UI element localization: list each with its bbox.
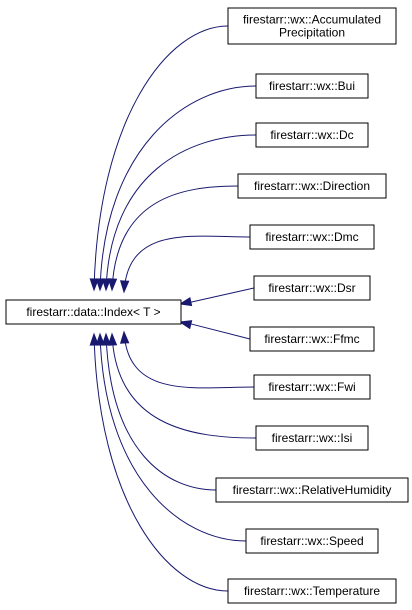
derived-class-box	[255, 122, 369, 148]
inheritance-arrowhead	[107, 332, 118, 346]
inheritance-arrowhead	[95, 278, 106, 292]
inheritance-edge	[123, 235, 251, 293]
derived-class-node[interactable]: firestarr::wx::Fwi	[253, 374, 371, 400]
derived-class-node[interactable]: firestarr::wx::RelativeHumidity	[215, 477, 409, 503]
derived-class-label: firestarr::wx::Bui	[269, 79, 355, 93]
derived-class-label: firestarr::wx::Speed	[260, 534, 363, 548]
derived-class-box	[255, 425, 369, 451]
inheritance-edge	[105, 333, 217, 491]
derived-class-label: firestarr::wx::Direction	[254, 179, 370, 193]
derived-class-label: firestarr::wx::Fwi	[268, 380, 355, 394]
inheritance-arrowhead	[89, 278, 99, 292]
inheritance-edge	[111, 333, 257, 439]
derived-class-node[interactable]: firestarr::wx::Dc	[255, 122, 369, 148]
derived-class-label: firestarr::wx::Dc	[270, 128, 353, 142]
derived-class-box	[227, 578, 397, 604]
inheritance-edge	[111, 185, 239, 291]
inheritance-arrowhead	[89, 332, 99, 346]
derived-class-label: firestarr::wx::Temperature	[244, 584, 380, 598]
base-class-node[interactable]: firestarr::data::Index< T >	[5, 299, 182, 325]
derived-class-label: firestarr::wx::Isi	[272, 431, 353, 445]
inheritance-edge	[93, 25, 229, 291]
inheritance-arrowhead	[95, 332, 106, 346]
inheritance-edge	[189, 323, 251, 340]
derived-class-box	[237, 173, 387, 199]
derived-class-box	[249, 224, 375, 250]
inheritance-edge	[99, 85, 257, 291]
inheritance-edge	[99, 333, 247, 542]
inheritance-arrowhead	[101, 332, 112, 346]
derived-class-label: firestarr::wx::Ffmc	[264, 332, 359, 346]
derived-class-node[interactable]: firestarr::wx::Direction	[237, 173, 387, 199]
base-class-label: firestarr::data::Index< T >	[26, 305, 160, 319]
derived-class-label: Precipitation	[279, 26, 345, 40]
inheritance-arrowhead	[178, 320, 193, 330]
derived-class-box	[245, 528, 379, 554]
derived-class-box	[253, 275, 371, 301]
inheritance-edge	[123, 331, 255, 389]
derived-class-node[interactable]: firestarr::wx::Bui	[255, 73, 369, 99]
inheritance-edge	[189, 287, 255, 303]
inheritance-edge	[93, 333, 229, 592]
derived-class-box	[249, 326, 375, 352]
inheritance-arrowhead	[178, 296, 193, 307]
class-nodes: firestarr::data::Index< T > firestarr::w…	[5, 7, 409, 604]
derived-class-label: firestarr::wx::Dmc	[265, 230, 358, 244]
derived-class-node[interactable]: firestarr::wx::Dsr	[253, 275, 371, 301]
inheritance-arrowhead	[107, 278, 118, 292]
derived-class-box	[253, 374, 371, 400]
derived-class-box	[227, 7, 397, 45]
inheritance-edges	[89, 25, 257, 592]
inheritance-arrowhead	[119, 280, 130, 294]
derived-class-node[interactable]: firestarr::wx::Ffmc	[249, 326, 375, 352]
inheritance-arrowhead	[119, 330, 130, 344]
base-class-box	[5, 299, 182, 325]
derived-class-node[interactable]: firestarr::wx::Temperature	[227, 578, 397, 604]
derived-class-node[interactable]: firestarr::wx::Speed	[245, 528, 379, 554]
derived-class-node[interactable]: firestarr::wx::Isi	[255, 425, 369, 451]
inheritance-edge	[105, 134, 257, 291]
derived-class-node[interactable]: firestarr::wx::Dmc	[249, 224, 375, 250]
inheritance-arrowhead	[101, 278, 112, 292]
derived-class-label: firestarr::wx::RelativeHumidity	[233, 483, 392, 497]
derived-class-box	[255, 73, 369, 99]
derived-class-box	[215, 477, 409, 503]
derived-class-label: firestarr::wx::Accumulated	[243, 13, 381, 27]
derived-class-label: firestarr::wx::Dsr	[268, 281, 355, 295]
